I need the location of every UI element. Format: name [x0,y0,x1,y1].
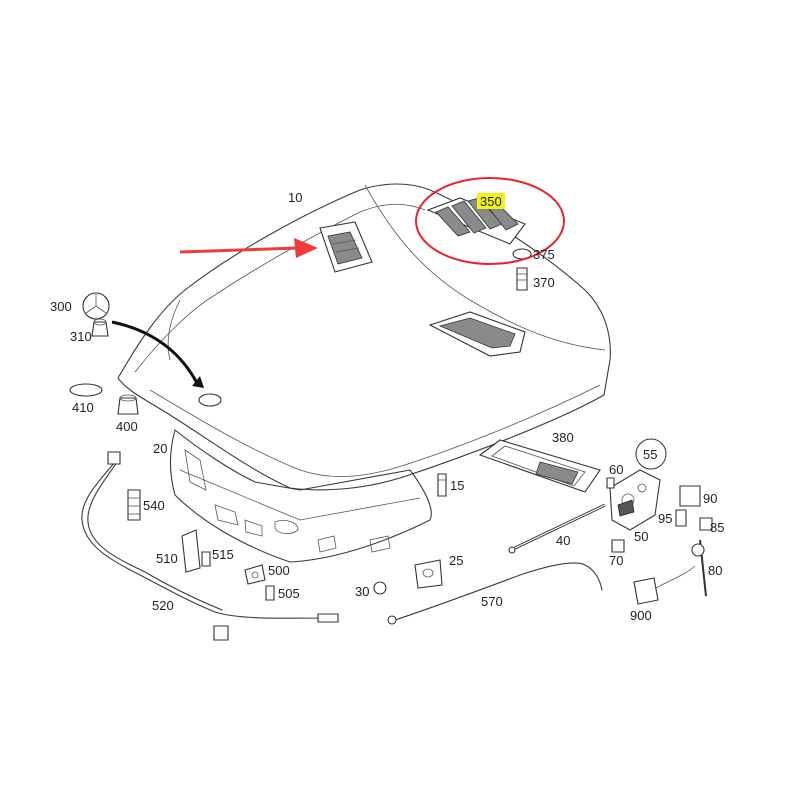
label-520: 520 [152,598,174,613]
screw-505 [265,585,275,601]
label-95: 95 [658,511,672,526]
clip-30 [373,581,387,595]
label-350: 350 [480,194,502,209]
bracket-90 [679,485,701,507]
label-10: 10 [288,190,302,205]
vent-grille-350 [426,197,526,245]
label-310: 310 [70,329,92,344]
part-number-labels: 10 375 370 300 310 410 400 20 380 55 60 … [50,190,724,623]
label-500: 500 [268,563,290,578]
bump-stop-400 [117,394,139,415]
emblem-location-arrow [111,320,222,407]
clip-70 [611,539,625,553]
nut-85 [699,517,713,531]
switch-900 [633,565,696,605]
hood-panel [117,183,611,491]
screw-370 [516,267,528,291]
label-70: 70 [609,553,623,568]
inner-frame-20 [169,429,432,563]
red-pointer-arrow [179,238,318,258]
label-30: 30 [355,584,369,599]
label-540: 540 [143,498,165,513]
cable-570 [387,562,603,625]
label-505: 505 [278,586,300,601]
label-25: 25 [449,553,463,568]
emblem-300 [82,292,110,320]
lock-25 [414,559,443,589]
bolt-15 [437,473,447,497]
rod-60 [606,477,615,489]
sensor-80 [691,539,707,597]
label-20: 20 [153,441,167,456]
label-85: 85 [710,520,724,535]
label-515: 515 [212,547,234,562]
label-380: 380 [552,430,574,445]
highlight-badge-350: 350 [477,193,505,209]
label-400: 400 [116,419,138,434]
label-410: 410 [72,400,94,415]
front-vent [319,221,373,273]
screw-515 [201,551,211,567]
label-50: 50 [634,529,648,544]
cable-520 [81,451,339,641]
bracket-500 [244,564,266,585]
callout-circle-55: 55 [635,438,667,470]
label-300: 300 [50,299,72,314]
label-60: 60 [609,462,623,477]
buffer-540 [127,489,141,521]
frame-380 [478,439,601,493]
label-370: 370 [533,275,555,290]
bracket-510 [181,529,201,573]
label-510: 510 [156,551,178,566]
label-40: 40 [556,533,570,548]
label-90: 90 [703,491,717,506]
label-15: 15 [450,478,464,493]
clip-95 [675,509,687,527]
label-900: 900 [630,608,652,623]
label-55: 55 [643,447,657,462]
emblem-holder-310 [91,318,109,337]
label-80: 80 [708,563,722,578]
label-570: 570 [481,594,503,609]
highlight-circle [415,177,565,265]
latch-50 [609,469,661,531]
gasket-410 [69,383,103,397]
gas-strut-40 [508,503,606,554]
label-375: 375 [533,247,555,262]
hood-rear-vent [428,311,526,357]
